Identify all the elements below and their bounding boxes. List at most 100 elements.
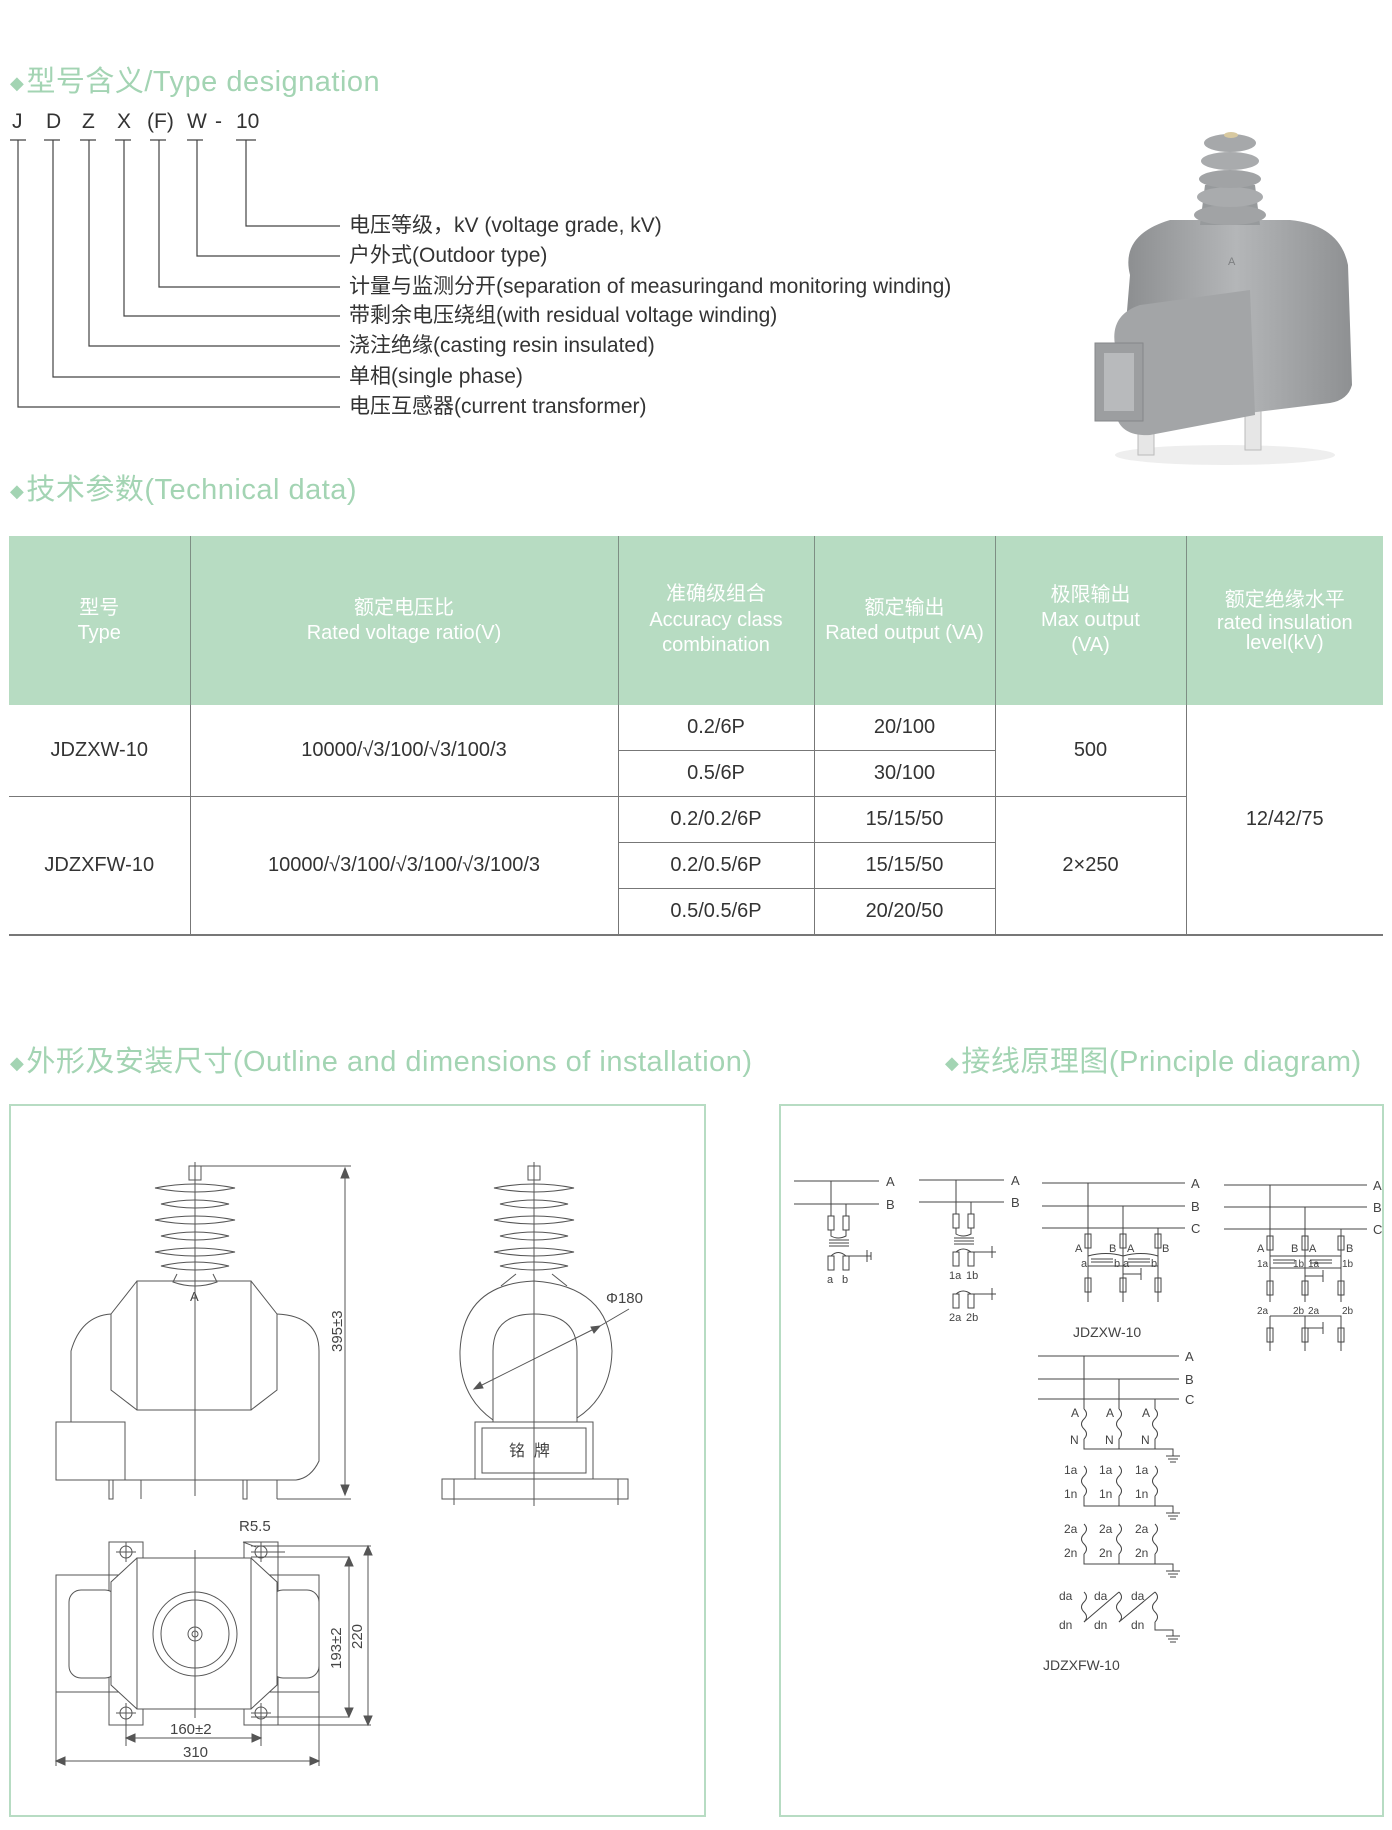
d5-label: 1n [1099,1487,1112,1501]
cell-insulation: 12/42/75 [1185,705,1383,936]
cell-max-output: 500 [994,705,1186,797]
d5-label: 2a [1099,1522,1113,1536]
d4-label: 1b [1342,1259,1354,1270]
d5-label: 2n [1135,1546,1148,1560]
d4-label: 2b [1293,1306,1305,1317]
d3-label: a [1081,1258,1088,1270]
cell-accuracy: 0.2/0.5/6P [617,842,814,889]
d1-label-b: b [842,1274,848,1286]
code-letter-z: Z [82,110,95,133]
header-cn: 额定电压比 [354,596,454,619]
designation-leader-lines [10,139,340,408]
meaning-casting-resin: 浇注绝缘(casting resin insulated) [349,334,655,357]
cell-ratio: 10000/√3/100/√3/100/3 [189,705,618,797]
diagram-jdzxw [1042,1182,1185,1302]
principle-diagram-panel: A B a b A B 1a 1b 2a 2b A B C A B A B a … [779,1104,1384,1817]
dim-160-label: 160±2 [170,1721,212,1738]
d3-phase-b: B [1191,1199,1200,1214]
table-row: JDZXFW-10 10000/√3/100/√3/100/√3/100/3 0… [9,796,1383,936]
d5-winding-labels: A A A N N N 1a 1a 1a 1n 1n 1n 2a 2a 2a 2… [1059,1406,1150,1632]
diamond-bullet-icon: ◆ [10,1052,25,1073]
d5-label: N [1141,1433,1150,1447]
outline-drawing-panel: A 395±3 Φ180 铭 牌 R5.5 193±2 220 160±2 31… [9,1104,706,1817]
section-title-outline: ◆外形及安装尺寸(Outline and dimensions of insta… [10,1038,753,1080]
cell-accuracy: 0.5/0.5/6P [617,888,814,936]
d5-phase-a: A [1185,1349,1194,1364]
cell-output: 30/100 [813,750,995,797]
cell-accuracy: 0.2/0.2/6P [617,796,814,843]
d3-label: B [1162,1243,1169,1255]
dim-310-label: 310 [183,1744,208,1761]
d3-label: B [1109,1243,1116,1255]
section-title-technical-data: ◆技术参数(Technical data) [10,466,357,508]
header-en: Rated output (VA) [825,621,984,644]
d5-label: 2n [1064,1546,1077,1560]
caption-jdzxfw: JDZXFW-10 [1043,1657,1120,1673]
cell-output: 20/20/50 [813,888,995,936]
table-row: 0.5/0.5/6P 20/20/50 [9,888,1383,936]
d4-label: 1a [1308,1259,1320,1270]
meaning-voltage-grade: 电压等级，kV (voltage grade, kV) [349,214,662,237]
principle-diagram: A B a b A B 1a 1b 2a 2b A B C A B A B a … [794,1173,1382,1673]
d4-label: 2a [1308,1306,1320,1317]
d3-label: a [1123,1258,1130,1270]
d4-label: A [1309,1243,1317,1255]
meaning-separation-winding: 计量与监测分开(separation of measuringand monit… [349,275,952,298]
section-title-text: 接线原理图(Principle diagram) [961,1046,1362,1078]
diamond-bullet-icon: ◆ [10,480,25,501]
section-title-text: 外形及安装尺寸(Outline and dimensions of instal… [26,1046,753,1078]
header-cn: 型号 [79,596,120,619]
d5-label: da [1059,1589,1073,1603]
caption-jdzxw: JDZXW-10 [1073,1324,1141,1340]
code-letter-w: W [187,110,207,133]
d1-label-a: a [827,1274,834,1286]
d1-phase-b: B [886,1197,895,1212]
table-row: 0.5/6P 30/100 [9,750,1383,797]
d4-phase-b: B [1373,1200,1382,1215]
d5-label: 1n [1064,1487,1077,1501]
d2-label-1a: 1a [949,1270,962,1282]
diagram-jdzxw-double [1224,1184,1367,1351]
d5-label: dn [1094,1618,1107,1632]
d2-label-2a: 2a [949,1312,962,1324]
cell-type: JDZXW-10 [9,705,190,797]
dim-height-label: 395±3 [329,1310,346,1352]
d5-label: dn [1059,1618,1072,1632]
front-view [55,1162,351,1500]
d2-phase-a: A [1011,1173,1020,1188]
cell-ratio: 10000/√3/100/√3/100/√3/100/3 [189,796,618,936]
diagram-jdzxfw [1038,1355,1180,1643]
d5-label: 2a [1064,1522,1078,1536]
d1-phase-a: A [886,1174,895,1189]
d4-label: A [1257,1243,1265,1255]
code-letter-f: (F) [147,110,174,133]
d5-label: 1n [1135,1487,1148,1501]
cell-accuracy: 0.5/6P [617,750,814,797]
diamond-bullet-icon: ◆ [10,72,25,93]
side-view [441,1162,630,1506]
code-voltage: 10 [236,110,260,133]
d4-label: B [1346,1243,1353,1255]
d5-label: 2n [1099,1546,1112,1560]
d5-label: N [1070,1433,1079,1447]
d2-label-2b: 2b [966,1312,978,1324]
dim-radius-label: R5.5 [239,1518,271,1535]
d4-label: 1b [1293,1259,1305,1270]
diamond-bullet-icon: ◆ [945,1052,960,1073]
d5-label: 1a [1064,1463,1078,1477]
d3-label: A [1127,1243,1135,1255]
d5-label: 1a [1099,1463,1113,1477]
code-letter-x: X [117,110,132,133]
photo-mark: A [1228,256,1236,268]
header-cn: 准确级组合 [666,583,766,605]
dim-diameter-label: Φ180 [606,1290,643,1307]
d4-phase-a: A [1373,1178,1382,1193]
d5-label: A [1106,1406,1114,1420]
cell-output: 20/100 [813,705,995,751]
header-en: Type [77,621,121,644]
d5-label: dn [1131,1618,1144,1632]
